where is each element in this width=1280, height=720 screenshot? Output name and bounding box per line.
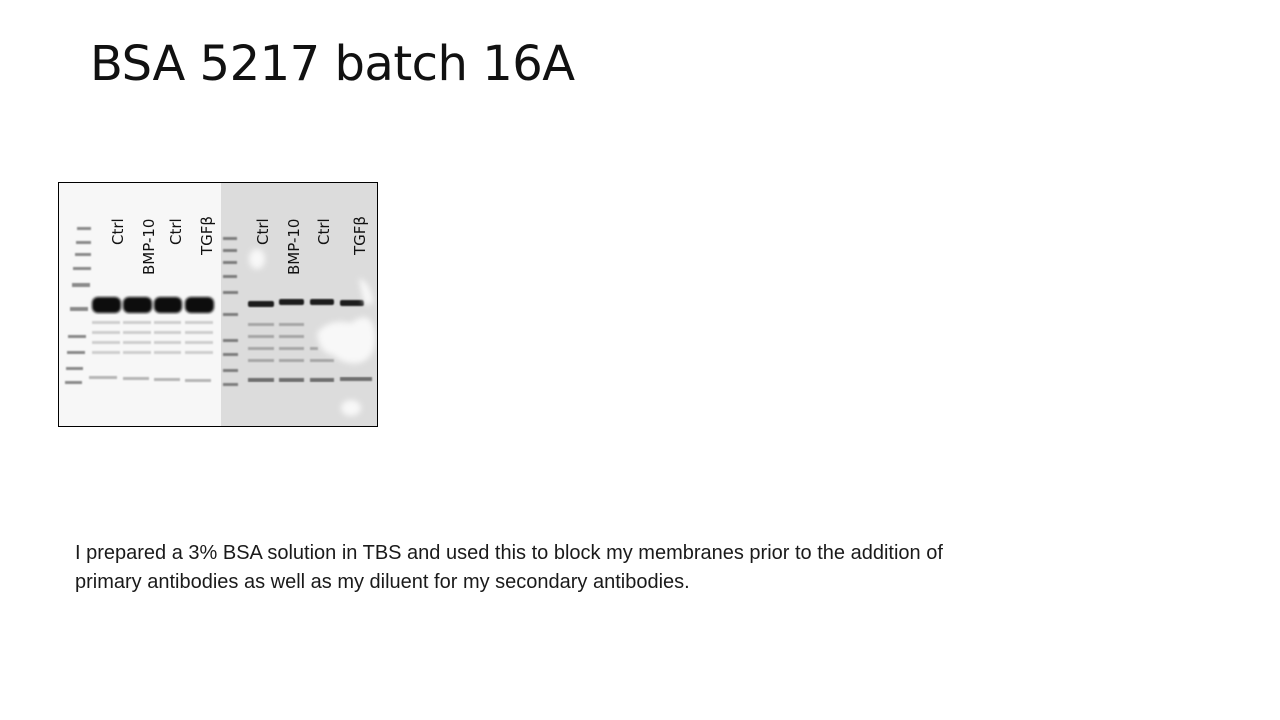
slide-title: BSA 5217 batch 16A: [90, 36, 575, 92]
western-blot-image: Ctrl BMP-10 Ctrl TGFβ Ctrl BMP-10 Ctrl T…: [58, 182, 378, 427]
lane-label: Ctrl: [167, 218, 185, 245]
right-main-bands: [248, 299, 364, 307]
right-ladder: [223, 237, 238, 386]
lane-label: Ctrl: [315, 218, 333, 245]
body-paragraph: I prepared a 3% BSA solution in TBS and …: [75, 539, 1055, 597]
membrane-artifacts: [249, 249, 376, 416]
left-ladder: [65, 227, 91, 384]
left-main-bands: [92, 297, 214, 313]
lane-label: BMP-10: [285, 219, 303, 275]
left-minor-bands: [92, 321, 213, 354]
lane-label: Ctrl: [254, 218, 272, 245]
lane-label: Ctrl: [109, 218, 127, 245]
lane-label: BMP-10: [140, 219, 158, 275]
body-line: primary antibodies as well as my diluent…: [75, 571, 690, 593]
lane-labels: Ctrl BMP-10 Ctrl TGFβ Ctrl BMP-10 Ctrl T…: [109, 216, 369, 275]
right-minor-bands: [248, 323, 334, 362]
lane-label: TGFβ: [351, 216, 369, 256]
body-line: I prepared a 3% BSA solution in TBS and …: [75, 542, 943, 564]
lane-label: TGFβ: [198, 216, 216, 256]
